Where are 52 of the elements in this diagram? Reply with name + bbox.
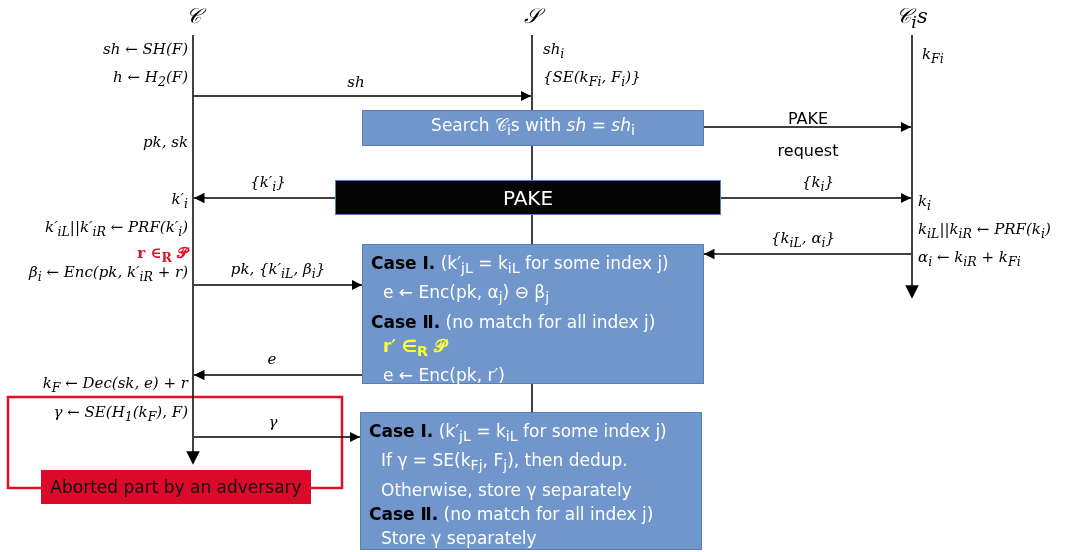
participant-label: 𝒞 (168, 4, 218, 28)
formula-text: r ∈$_{R}$ 𝒫 (137, 244, 188, 265)
formula-text: α$_{i}$ ← k$_{iR}$ + k$_{Fi}$ (918, 248, 1021, 271)
process-box (360, 412, 702, 550)
arrow (193, 279, 363, 291)
box-text: Case Ⅱ. (no match for all index j) (369, 502, 654, 526)
edge-label: γ (267, 413, 279, 431)
box-text: Search 𝒞$_{i}$s with sh = sh$_{i}$ (431, 114, 635, 141)
box-text: Store γ separately (380, 526, 537, 550)
arrow (703, 248, 912, 260)
formula-text: k′$_{iL}$||k′$_{iR}$ ← PRF(k′$_{i}$) (45, 218, 188, 241)
connector-line (531, 214, 533, 245)
formula-text: β$_{i}$ ← Enc(pk, k′$_{iR}$ + r) (29, 263, 188, 286)
edge-label: sh (346, 73, 366, 91)
box-text: Otherwise, store γ separately (380, 478, 632, 502)
edge-label: e (266, 350, 278, 368)
process-box (362, 244, 704, 384)
warning-tag: Aborted part by an adversary (41, 470, 311, 504)
formula-text: k$_{F}$ ← Dec(sk, e) + r (42, 374, 188, 397)
arrow (193, 369, 363, 381)
arrow (193, 431, 361, 443)
formula-text: k$_{iL}$||k$_{iR}$ ← PRF(k$_{i}$) (918, 220, 1051, 243)
arrow (703, 121, 912, 133)
process-box (362, 110, 704, 146)
edge-label: {k$_{iL}$, α$_{i}$} (769, 229, 837, 250)
formula-text: sh$_{i}$ (543, 40, 565, 63)
edge-label: pk, {k′$_{iL}$, β$_{i}$} (229, 260, 327, 281)
formula-text: k$_{i}$ (918, 192, 932, 215)
box-text: Case Ⅰ. (k′$_{jL}$ = k$_{iL}$ for some index j) (371, 252, 669, 279)
participant-label: 𝒞$_{i}$s (895, 4, 929, 33)
box-text: If γ = SE(k$_{Fj}$, F$_{j}$), then dedup. (380, 449, 628, 476)
protocol-bar (335, 180, 721, 215)
box-text: PAKE (502, 186, 554, 209)
box-text: Case Ⅰ. (k′$_{jL}$ = k$_{iL}$ for some index j) (369, 420, 667, 447)
box-text: Case Ⅱ. (no match for all index j) (371, 310, 656, 334)
box-text: e ← Enc(pk, r′) (382, 364, 505, 388)
edge-label: PAKE request (776, 108, 840, 162)
connector-line (531, 145, 533, 181)
formula-text: k′$_{i}$ (171, 190, 188, 213)
formula-text: sh ← SH(F) (103, 40, 188, 58)
formula-text: k$_{Fi}$ (922, 45, 944, 68)
formula-text: γ ← SE(H$_{1}$(k$_{F}$), F) (53, 403, 188, 426)
arrow (720, 192, 912, 204)
edge-label: {k′$_{i}$} (249, 173, 287, 194)
arrow (193, 192, 336, 204)
formula-text: h ← H$_{2}$(F) (113, 68, 188, 91)
edge-label: {k$_{i}$} (800, 173, 836, 194)
box-text: e ← Enc(pk, α$_{j}$) ⊖ β$_{j}$ (382, 281, 550, 308)
formula-text: {SE(k$_{Fi}$, F$_{i}$)} (543, 68, 641, 91)
arrow (193, 90, 532, 102)
connector-line (531, 383, 533, 413)
formula-text: pk, sk (143, 133, 188, 151)
